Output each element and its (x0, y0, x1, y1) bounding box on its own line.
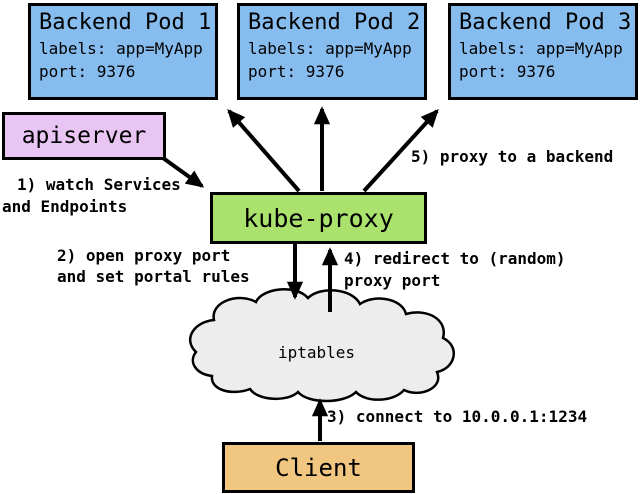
annotation-step4-line1: 4) redirect to (random) (344, 249, 566, 268)
backend-pod-2: Backend Pod 2 labels: app=MyApp port: 93… (237, 3, 427, 100)
annotation-step3: 3) connect to 10.0.0.1:1234 (327, 407, 588, 426)
kube-proxy-box: kube-proxy (210, 192, 427, 244)
iptables-cloud (189, 288, 455, 403)
pod-port: port: 9376 (248, 62, 345, 81)
pod-labels: labels: app=MyApp (248, 39, 412, 58)
pod-title: Backend Pod 2 (248, 10, 421, 35)
pod-port: port: 9376 (459, 62, 556, 81)
arrow-kube-proxy-to-pod3 (362, 109, 439, 193)
backend-pod-1: Backend Pod 1 labels: app=MyApp port: 93… (28, 3, 218, 100)
pod-title: Backend Pod 1 (39, 10, 212, 35)
pod-labels: labels: app=MyApp (459, 39, 623, 58)
pod-labels: labels: app=MyApp (39, 39, 203, 58)
client-box: Client (222, 442, 415, 493)
annotation-step2-line2: and set portal rules (57, 267, 250, 286)
client-label: Client (275, 453, 362, 482)
pod-title: Backend Pod 3 (459, 10, 632, 35)
iptables-label: iptables (278, 343, 356, 362)
apiserver-label: apiserver (21, 123, 147, 149)
apiserver-box: apiserver (2, 112, 166, 160)
kube-proxy-label: kube-proxy (243, 203, 394, 233)
annotation-step5: 5) proxy to a backend (411, 147, 614, 166)
pod-port: port: 9376 (39, 62, 136, 81)
annotation-step2-line1: 2) open proxy port (57, 246, 231, 265)
annotation-step1-line1: 1) watch Services (17, 175, 181, 194)
annotation-step4-line2: proxy port (344, 271, 441, 290)
backend-pod-3: Backend Pod 3 labels: app=MyApp port: 93… (448, 3, 638, 100)
arrow-apiserver-to-kube-proxy (161, 156, 205, 188)
arrow-kube-proxy-to-pod1 (227, 108, 301, 193)
annotation-step1-line2: and Endpoints (2, 197, 128, 216)
